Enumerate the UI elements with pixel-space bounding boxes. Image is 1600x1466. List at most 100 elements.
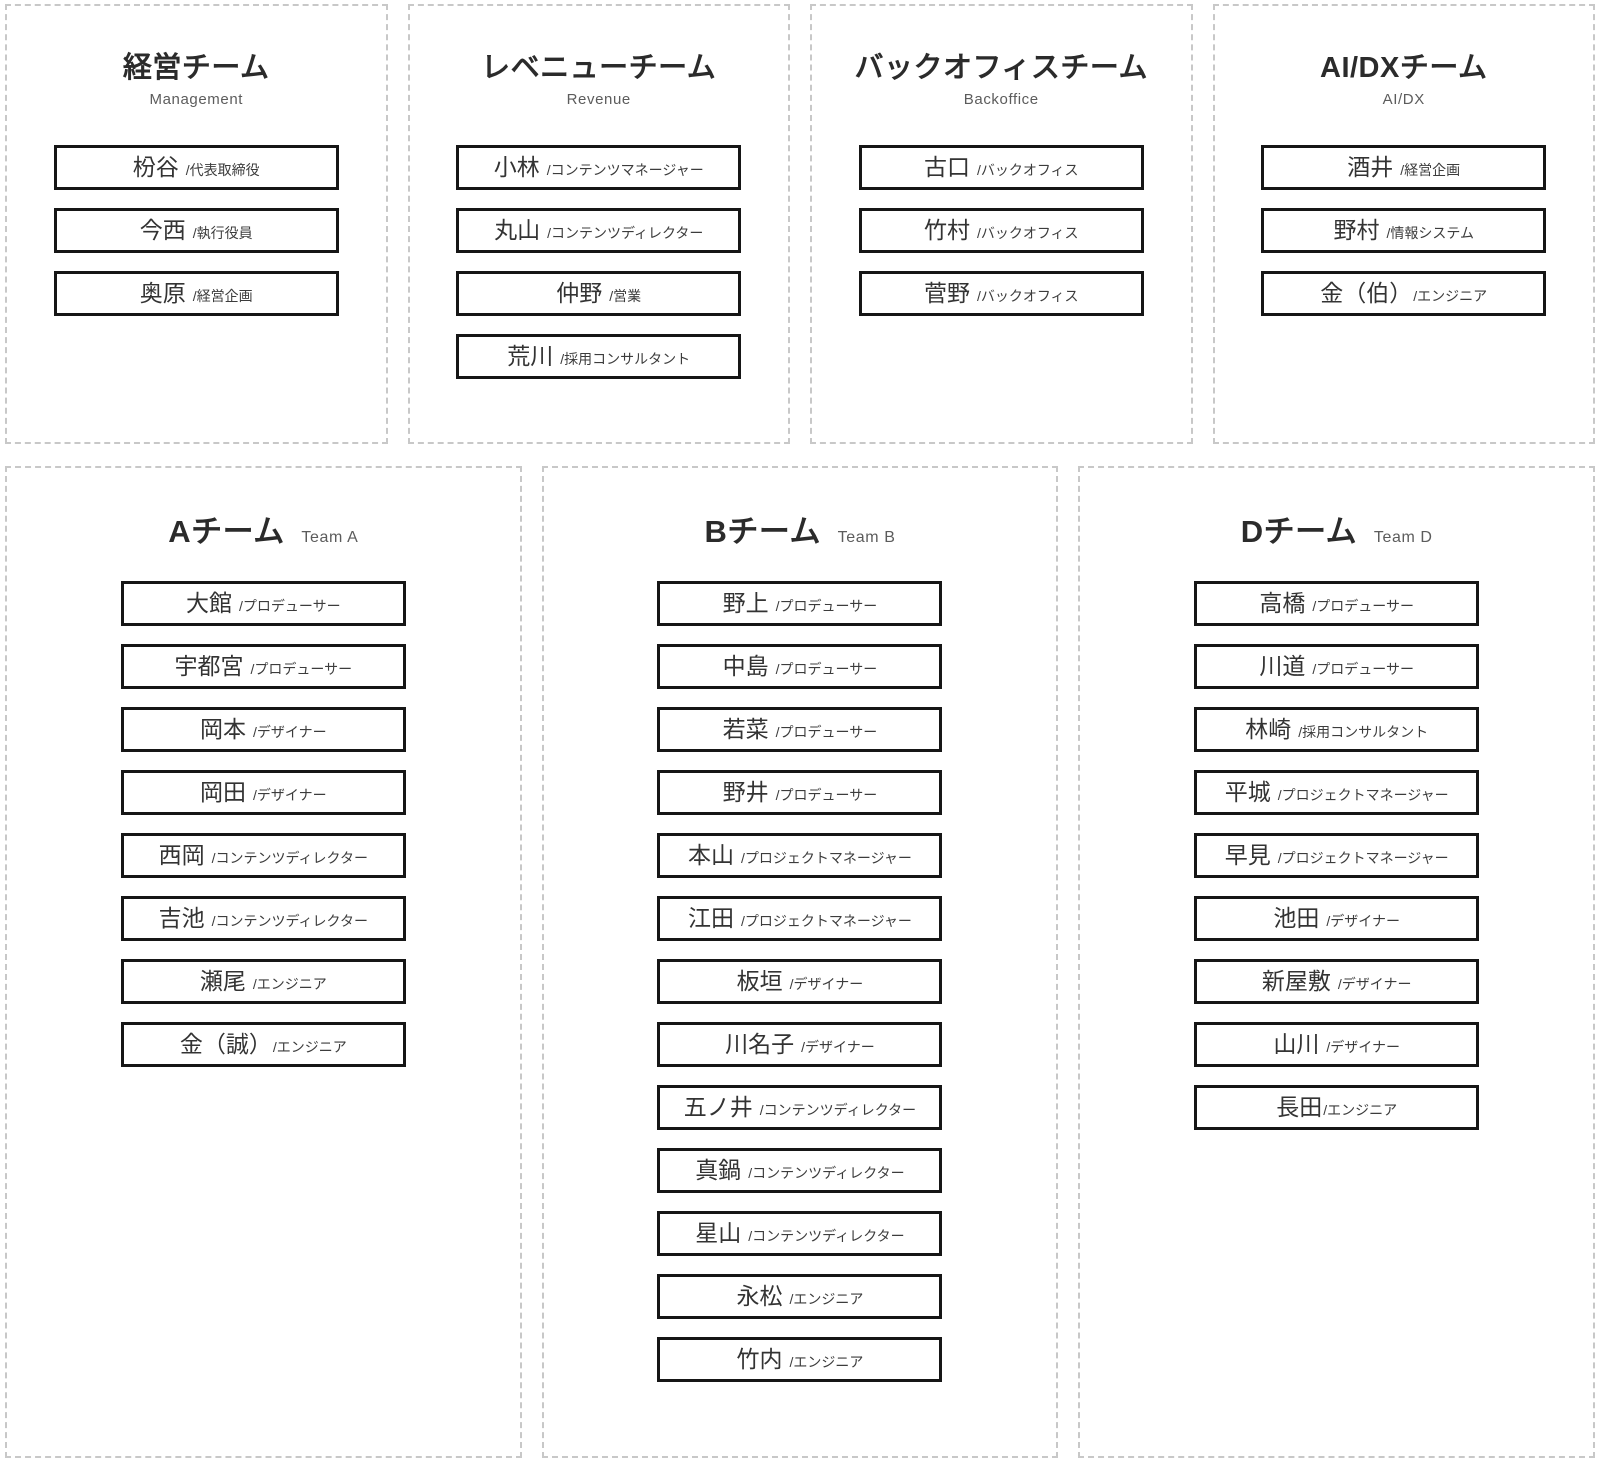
team-header: Aチーム Team A: [7, 516, 520, 547]
member-name: 金（誠）: [179, 1031, 272, 1057]
member-box: 五ノ井/コンテンツディレクター: [657, 1085, 943, 1130]
member-name: 早見: [1224, 842, 1271, 868]
member-box: 仲野/営業: [456, 271, 742, 316]
member-name: 若菜: [722, 716, 769, 742]
member-name: 枌谷: [132, 154, 179, 180]
member-line: 真鍋/コンテンツディレクター: [695, 1159, 904, 1182]
member-role: /コンテンツマネージャー: [546, 162, 704, 178]
member-line: 金（誠）/エンジニア: [180, 1033, 347, 1056]
member-box: 永松/エンジニア: [657, 1274, 943, 1319]
team-title: Dチーム Team D: [1080, 516, 1593, 547]
member-role: /コンテンツディレクター: [211, 850, 368, 866]
member-box: 野上/プロデューサー: [657, 581, 943, 626]
member-line: 今西/執行役員: [140, 219, 253, 242]
member-box: 新屋敷/デザイナー: [1194, 959, 1480, 1004]
member-name: 野井: [722, 779, 769, 805]
member-role: /経営企画: [1400, 162, 1461, 178]
member-box: 川道/プロデューサー: [1194, 644, 1480, 689]
team-subtitle-english: Team B: [837, 529, 896, 546]
member-name: 新屋敷: [1261, 968, 1331, 994]
member-name: 長田: [1276, 1094, 1323, 1120]
member-role: /プロジェクトマネージャー: [1277, 850, 1449, 866]
member-line: 竹村/バックオフィス: [924, 219, 1079, 242]
member-line: 西岡/コンテンツディレクター: [159, 844, 368, 867]
team-title-japanese: Bチーム: [704, 514, 821, 549]
member-box: 今西/執行役員: [53, 208, 339, 253]
member-line: 永松/エンジニア: [737, 1285, 864, 1308]
member-box: 山川/デザイナー: [1194, 1022, 1480, 1067]
member-box: 竹内/エンジニア: [657, 1337, 943, 1382]
member-name: 酒井: [1347, 154, 1394, 180]
member-role: /デザイナー: [1337, 976, 1412, 992]
team-header: AI/DXチーム AI/DX: [1215, 54, 1594, 108]
member-name: 林崎: [1245, 716, 1292, 742]
member-box: 荒川/採用コンサルタント: [456, 334, 742, 379]
team-card-management: 経営チーム Management 枌谷/代表取締役 今西/執行役員 奥原/経営企…: [5, 4, 388, 444]
team-card-team-b: Bチーム Team B 野上/プロデューサー 中島/プロデューサー 若菜/プロデ…: [541, 466, 1059, 1458]
member-box: 古口/バックオフィス: [858, 145, 1144, 190]
member-role: /採用コンサルタント: [560, 351, 691, 367]
member-line: 若菜/プロデューサー: [723, 718, 878, 741]
member-role: /エンジニア: [272, 1039, 347, 1055]
team-title: Aチーム Team A: [7, 516, 520, 547]
member-name: 丸山: [494, 217, 541, 243]
member-name: 高橋: [1259, 590, 1306, 616]
member-role: /プロジェクトマネージャー: [1277, 787, 1449, 803]
member-name: 五ノ井: [683, 1094, 753, 1120]
member-box: 野井/プロデューサー: [657, 770, 943, 815]
member-line: 林崎/採用コンサルタント: [1245, 718, 1428, 741]
member-line: 板垣/デザイナー: [737, 970, 864, 993]
member-role: /プロデューサー: [239, 598, 341, 614]
member-box: 宇都宮/プロデューサー: [120, 644, 406, 689]
member-list: 野上/プロデューサー 中島/プロデューサー 若菜/プロデューサー 野井/プロデュ…: [544, 581, 1057, 1382]
member-box: 池田/デザイナー: [1194, 896, 1480, 941]
member-list: 高橋/プロデューサー 川道/プロデューサー 林崎/採用コンサルタント 平城/プロ…: [1080, 581, 1593, 1130]
member-list: 枌谷/代表取締役 今西/執行役員 奥原/経営企画: [7, 145, 386, 316]
member-line: 江田/プロジェクトマネージャー: [688, 907, 912, 930]
team-row-top: 経営チーム Management 枌谷/代表取締役 今西/執行役員 奥原/経営企…: [5, 4, 1595, 444]
member-name: 岡田: [200, 779, 247, 805]
member-line: 大館/プロデューサー: [186, 592, 341, 615]
team-header: Dチーム Team D: [1080, 516, 1593, 547]
member-box: 金（伯）/エンジニア: [1261, 271, 1547, 316]
member-line: 岡本/デザイナー: [200, 718, 327, 741]
member-box: 林崎/採用コンサルタント: [1194, 707, 1480, 752]
member-line: 新屋敷/デザイナー: [1262, 970, 1412, 993]
member-line: 竹内/エンジニア: [737, 1348, 864, 1371]
member-role: /バックオフィス: [976, 288, 1079, 304]
member-box: 丸山/コンテンツディレクター: [456, 208, 742, 253]
member-box: 野村/情報システム: [1261, 208, 1547, 253]
team-header: 経営チーム Management: [7, 54, 386, 108]
team-card-ai-dx: AI/DXチーム AI/DX 酒井/経営企画 野村/情報システム 金（伯）/エン…: [1212, 4, 1595, 444]
member-name: 菅野: [923, 280, 970, 306]
member-line: 早見/プロジェクトマネージャー: [1225, 844, 1449, 867]
member-name: 岡本: [200, 716, 247, 742]
member-role: /バックオフィス: [976, 162, 1079, 178]
team-subtitle-english: Team A: [301, 529, 359, 546]
member-box: 金（誠）/エンジニア: [120, 1022, 406, 1067]
member-line: 野上/プロデューサー: [723, 592, 878, 615]
member-box: 早見/プロジェクトマネージャー: [1194, 833, 1480, 878]
team-title: AI/DXチーム AI/DX: [1215, 54, 1594, 108]
member-box: 大館/プロデューサー: [120, 581, 406, 626]
team-title-japanese: Dチーム: [1240, 514, 1358, 549]
member-role: /エンジニア: [1323, 1102, 1398, 1118]
member-role: /経営企画: [192, 288, 253, 304]
member-line: 岡田/デザイナー: [200, 781, 327, 804]
member-box: 若菜/プロデューサー: [657, 707, 943, 752]
member-box: 真鍋/コンテンツディレクター: [657, 1148, 943, 1193]
member-line: 丸山/コンテンツディレクター: [494, 219, 703, 242]
member-role: /デザイナー: [253, 724, 327, 740]
member-list: 大館/プロデューサー 宇都宮/プロデューサー 岡本/デザイナー 岡田/デザイナー…: [7, 581, 520, 1067]
member-name: 池田: [1273, 905, 1320, 931]
member-line: 宇都宮/プロデューサー: [175, 655, 353, 678]
member-role: /プロデューサー: [775, 787, 878, 803]
member-name: 江田: [688, 905, 735, 931]
member-name: 川道: [1259, 653, 1306, 679]
member-line: 山川/デザイナー: [1273, 1033, 1400, 1056]
member-box: 瀬尾/エンジニア: [120, 959, 406, 1004]
member-role: /執行役員: [192, 225, 253, 241]
member-line: 古口/バックオフィス: [924, 156, 1079, 179]
member-role: /プロデューサー: [775, 724, 878, 740]
team-header: Bチーム Team B: [544, 516, 1057, 547]
